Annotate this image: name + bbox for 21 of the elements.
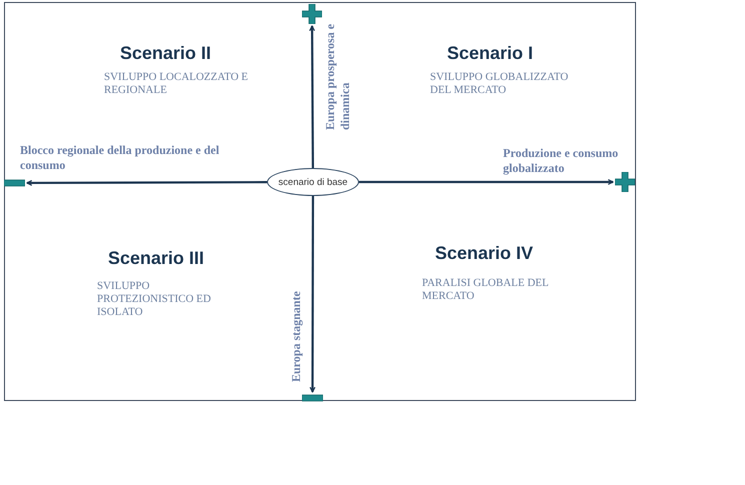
minus-icon [302,394,323,402]
axis-label: Blocco regionale della produzione e del consumo [20,143,220,173]
axis-arrow [310,196,316,393]
axis-label: Europa prosperosa e dinamica [323,22,353,130]
plus-icon [615,172,635,192]
scenario-description: PARALISI GLOBALE DEL MERCATO [422,277,550,303]
scenario-title: Scenario II [120,43,212,64]
base-scenario-ellipse: scenario di base [267,168,359,196]
axis-arrow [309,25,316,168]
axis-arrow [359,179,614,185]
scenario-title: Scenario IV [435,243,534,264]
minus-icon [4,179,25,187]
axis-label: Europa stagnante [289,290,304,382]
scenario-description: SVILUPPO PROTEZIONISTICO ED ISOLATO [97,280,212,319]
scenario-title: Scenario I [447,43,534,64]
axis-label: Produzione e consumo globalizzato [503,146,620,176]
scenario-description: SVILUPPO GLOBALIZZATO DEL MERCATO [430,71,570,97]
scenario-description: SVILUPPO LOCALOZZATO E REGIONALE [104,71,250,97]
plus-icon [302,4,322,24]
scenario-title: Scenario III [108,248,204,269]
axis-arrow [26,180,267,186]
